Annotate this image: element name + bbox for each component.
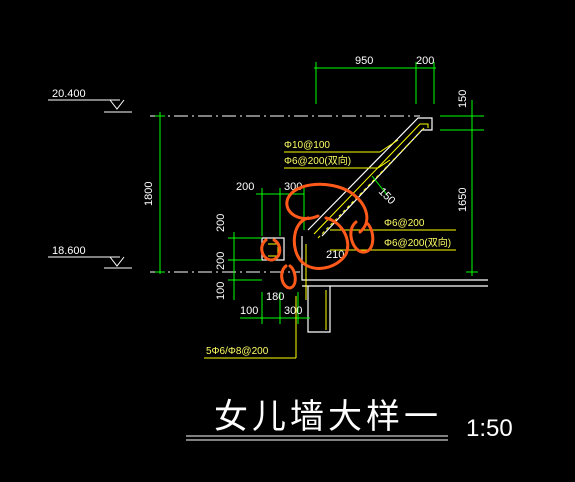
dimension-300-low-label: 300 (284, 305, 302, 317)
rebar-lines (268, 123, 429, 330)
dimension-150-right-label: 150 (457, 90, 469, 108)
dimension-slope (371, 175, 389, 197)
rebar-label-5: 5Φ6/Φ8@200 (206, 346, 269, 357)
dimension-1650-label: 1650 (457, 188, 469, 212)
elevation-bottom-label: 18.600 (52, 245, 86, 257)
dimension-200-vert-label: 200 (215, 214, 227, 232)
markup-circles (260, 182, 375, 290)
dimension-210-label: 210 (326, 249, 344, 261)
dimension-950-label: 950 (355, 55, 373, 67)
dimension-1800 (155, 112, 165, 274)
dimension-lower (240, 292, 310, 324)
rebar-label-3: Φ6@200 (384, 218, 425, 229)
dimension-180-label: 180 (266, 291, 284, 303)
rebar-label-2: Φ6@200(双向) (284, 154, 351, 167)
dimension-1800-label: 1800 (143, 182, 155, 206)
rebar-leaders (204, 139, 456, 359)
dimension-right (440, 100, 484, 276)
dimension-200-vert2-label: 200 (215, 252, 227, 270)
dimension-100-left-label: 100 (215, 282, 227, 300)
drawing-title: 女儿墙大样一 (214, 397, 442, 437)
dimension-200-top-label: 200 (416, 55, 434, 67)
elevation-top-label: 20.400 (52, 88, 86, 100)
dimension-top (314, 62, 436, 104)
rebar-label-1: Φ10@100 (284, 140, 330, 151)
drawing-scale: 1:50 (466, 415, 513, 442)
dimension-left-vertical (228, 232, 262, 300)
rebar-label-4: Φ6@200(双向) (384, 236, 451, 249)
elevation-marker-bottom: 18.600 (48, 245, 132, 269)
parapet-slab (261, 117, 488, 333)
dimension-mid (256, 188, 305, 236)
dimension-100-low-label: 100 (240, 305, 258, 317)
dimension-200-left-label: 200 (236, 181, 254, 193)
reference-lines (150, 115, 420, 273)
elevation-marker-top: 20.400 (48, 88, 132, 113)
